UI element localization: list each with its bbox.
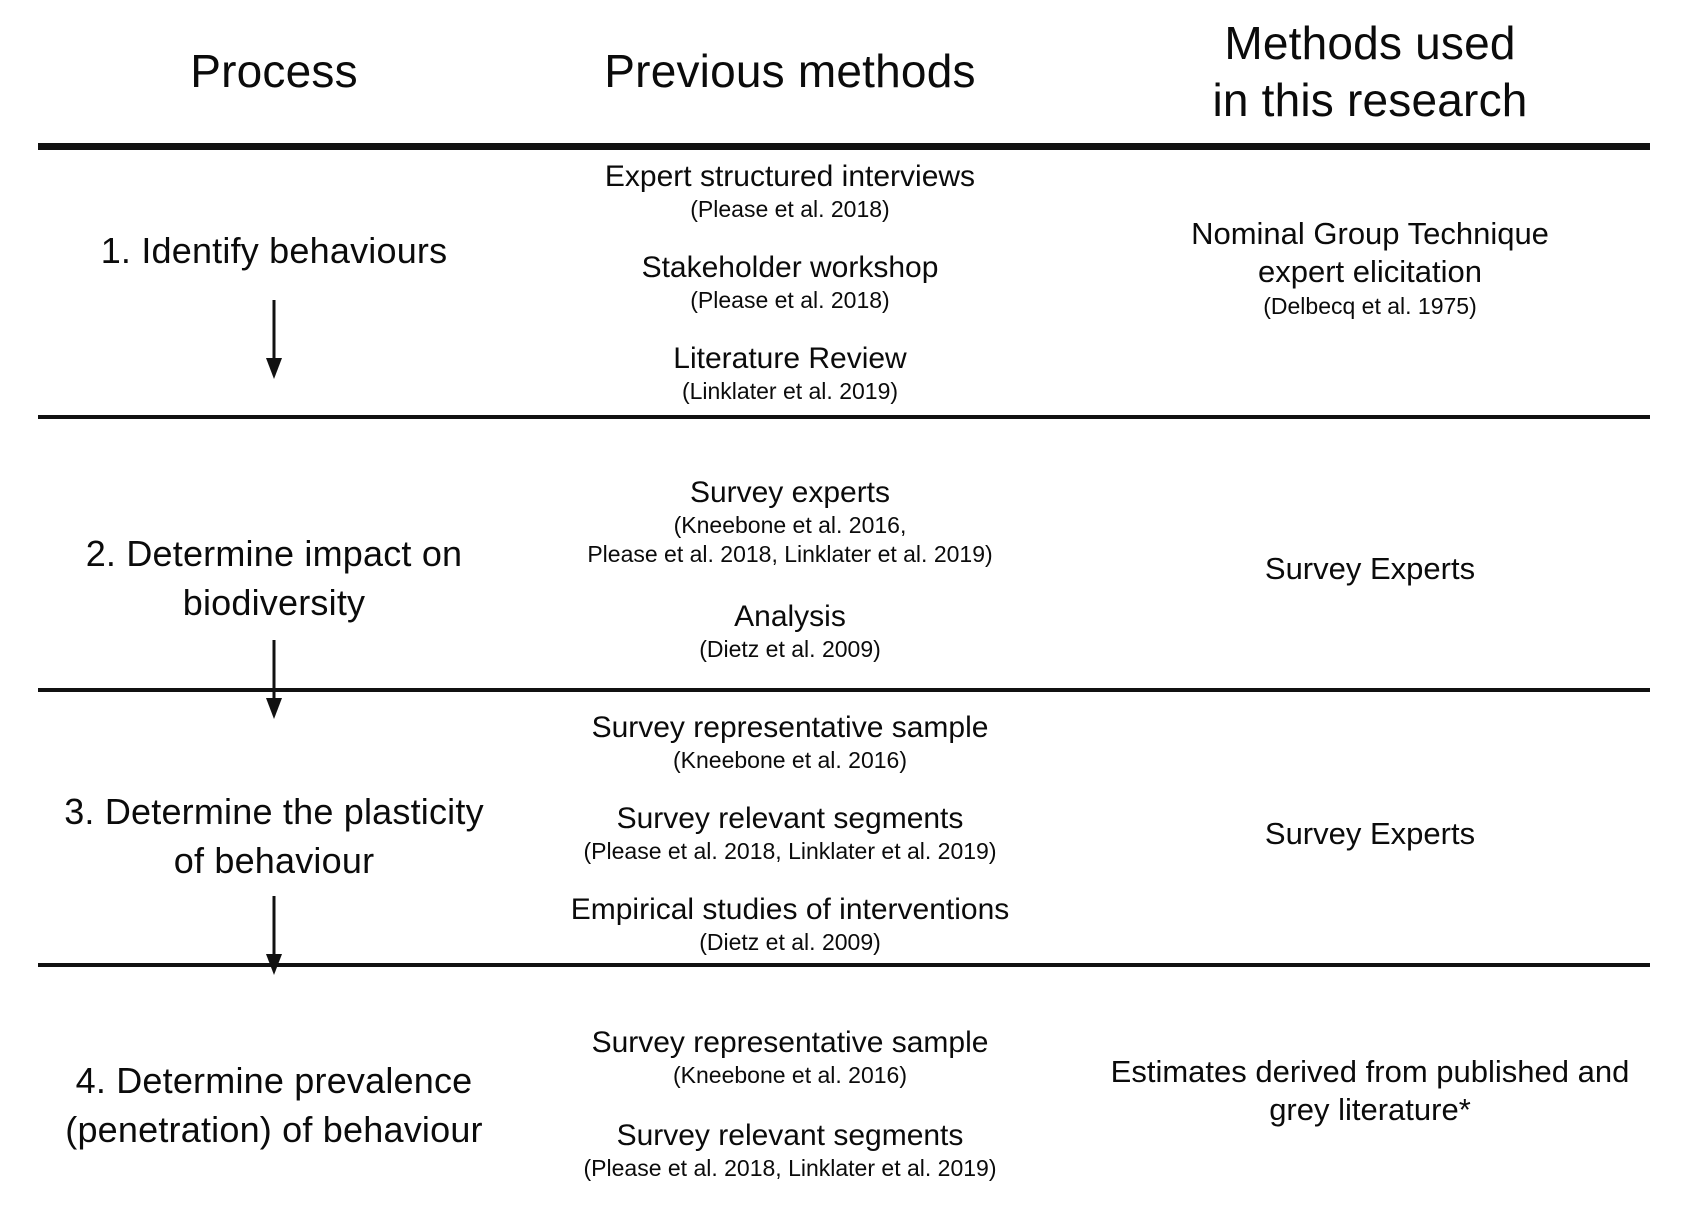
method-entry: Survey relevant segments (Please et al. 2… bbox=[584, 801, 997, 866]
previous-methods-cell: Survey representative sample (Kneebone et… bbox=[490, 692, 1090, 975]
previous-methods-cell: Survey representative sample (Kneebone et… bbox=[490, 967, 1090, 1211]
down-arrow-icon bbox=[266, 640, 282, 719]
header-process-label: Process bbox=[190, 45, 358, 97]
method-name: Analysis bbox=[734, 599, 846, 633]
method-entry: Expert structured interviews (Please et a… bbox=[605, 159, 975, 224]
previous-methods-cell: Survey experts(Kneebone et al. 2016, Ple… bbox=[490, 419, 1090, 719]
method-name: Estimates derived from published and gre… bbox=[1110, 1054, 1630, 1127]
research-methods-cell: Estimates derived from published and gre… bbox=[1090, 967, 1650, 1211]
method-entry: Survey Experts bbox=[1265, 550, 1475, 588]
header-previous-methods-label: Previous methods bbox=[604, 45, 976, 97]
header-research-methods: Methods used in this research bbox=[1090, 0, 1650, 143]
method-citation: (Please et al. 2018) bbox=[690, 196, 890, 222]
table-row: 1. Identify behaviours Expert structured … bbox=[38, 150, 1650, 419]
method-name: Survey representative sample bbox=[591, 711, 989, 744]
research-methods-cell: Survey Experts bbox=[1090, 419, 1650, 719]
method-citation: (Please et al. 2018) bbox=[690, 287, 890, 313]
down-arrow-icon bbox=[266, 896, 282, 975]
process-cell: 2. Determine impact on biodiversity bbox=[38, 419, 490, 719]
method-citation: (Kneebone et al. 2016) bbox=[672, 1062, 907, 1088]
method-name: Survey Experts bbox=[1264, 551, 1476, 586]
method-name: Survey relevant segments bbox=[616, 802, 964, 835]
method-entry: Empirical studies of interventions (Dietz… bbox=[571, 892, 1010, 957]
process-step-label: 3. Determine the plasticity of behaviour bbox=[64, 791, 484, 881]
method-entry: Survey experts(Kneebone et al. 2016, Ple… bbox=[587, 475, 992, 569]
process-step-label: 1. Identify behaviours bbox=[100, 230, 448, 271]
method-citation: (Dietz et al. 2009) bbox=[699, 635, 881, 662]
table-row: 3. Determine the plasticity of behaviour… bbox=[38, 692, 1650, 975]
process-cell: 4. Determine prevalence (penetration) of… bbox=[38, 967, 490, 1211]
down-arrow-icon bbox=[266, 300, 282, 379]
method-entry: Survey representative sample (Kneebone et… bbox=[592, 1025, 989, 1090]
method-name: Survey experts bbox=[689, 475, 891, 509]
table-row: 2. Determine impact on biodiversity Surve… bbox=[38, 419, 1650, 719]
method-citation: (Please et al. 2018, Linklater et al. 20… bbox=[583, 1155, 997, 1181]
method-citation: (Please et al. 2018, Linklater et al. 20… bbox=[583, 838, 997, 864]
method-name: Survey representative sample bbox=[591, 1026, 989, 1059]
method-entry: Literature Review (Linklater et al. 2019) bbox=[673, 341, 906, 406]
method-name: Survey Experts bbox=[1264, 815, 1476, 851]
table-row: 4. Determine prevalence (penetration) of… bbox=[38, 967, 1650, 1211]
header-process: Process bbox=[38, 0, 490, 143]
method-citation: (Delbecq et al. 1975) bbox=[1263, 292, 1477, 319]
process-cell: 3. Determine the plasticity of behaviour bbox=[38, 692, 490, 975]
process-step-label: 2. Determine impact on biodiversity bbox=[85, 533, 463, 623]
method-name: Stakeholder workshop bbox=[641, 251, 939, 284]
method-entry: Survey relevant segments (Please et al. 2… bbox=[584, 1118, 997, 1183]
method-entry: Stakeholder workshop (Please et al. 2018) bbox=[642, 250, 939, 315]
method-name: Survey relevant segments bbox=[616, 1119, 964, 1152]
research-methods-cell: Nominal Group Technique expert elicitati… bbox=[1090, 150, 1650, 415]
process-step-label: 4. Determine prevalence (penetration) of… bbox=[65, 1060, 483, 1150]
header-research-methods-label: Methods used in this research bbox=[1212, 16, 1528, 126]
method-citation: (Dietz et al. 2009) bbox=[699, 929, 881, 955]
method-entry: Nominal Group Technique expert elicitati… bbox=[1191, 215, 1549, 321]
method-citation: (Kneebone et al. 2016, Please et al. 201… bbox=[587, 511, 993, 567]
method-entry: Analysis(Dietz et al. 2009) bbox=[699, 599, 881, 664]
method-entry: Survey representative sample (Kneebone et… bbox=[592, 710, 989, 775]
table-header: Process Previous methods Methods used in… bbox=[38, 0, 1650, 150]
header-previous-methods: Previous methods bbox=[490, 0, 1090, 143]
method-name: Literature Review bbox=[673, 342, 907, 375]
method-name: Nominal Group Technique expert elicitati… bbox=[1191, 215, 1549, 289]
previous-methods-cell: Expert structured interviews (Please et a… bbox=[490, 150, 1090, 415]
method-citation: (Kneebone et al. 2016) bbox=[672, 747, 907, 773]
method-citation: (Linklater et al. 2019) bbox=[681, 378, 899, 404]
research-methods-cell: Survey Experts bbox=[1090, 692, 1650, 975]
method-entry: Survey Experts bbox=[1265, 815, 1475, 853]
process-cell: 1. Identify behaviours bbox=[38, 150, 490, 415]
method-name: Empirical studies of interventions bbox=[570, 893, 1010, 926]
table-body: 1. Identify behaviours Expert structured … bbox=[0, 150, 1687, 1211]
method-name: Expert structured interviews bbox=[604, 160, 976, 193]
method-entry: Estimates derived from published and gre… bbox=[1111, 1053, 1630, 1129]
